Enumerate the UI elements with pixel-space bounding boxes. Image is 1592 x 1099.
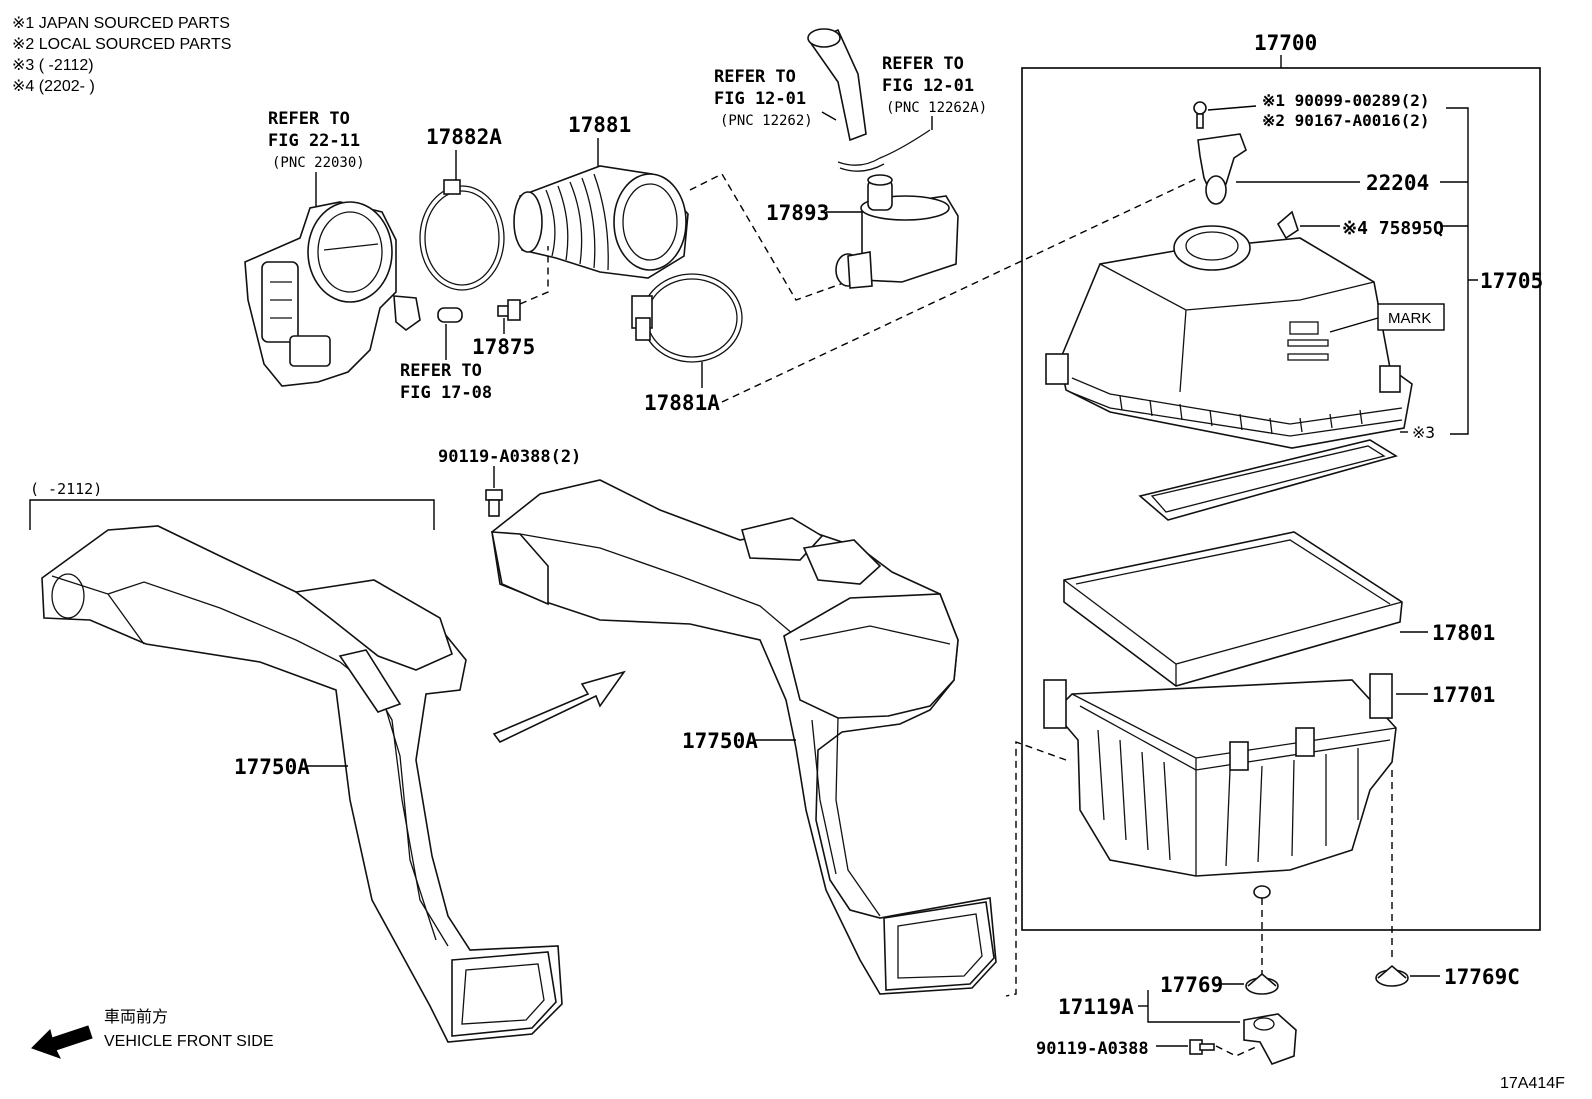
ref-fig12a-line1: REFER TO [714,67,796,87]
label-17750A-right: 17750A [682,729,758,753]
dash-17881A-to-box [721,177,1199,403]
label-75895Q: ※4 75895Q [1342,218,1444,239]
air-duct-left-17750A-part [41,525,563,1043]
label-17801: 17801 [1432,621,1495,645]
label-17750A-left: 17750A [234,755,310,779]
hose-fig12-part [807,28,933,172]
clamp-17882A-part: 17882A [419,125,505,291]
label-17881: 17881 [568,113,631,137]
label-17875: 17875 [472,335,535,359]
bolt-90099-part [1193,101,1257,129]
front-arrow-icon [31,1025,93,1059]
label-17893: 17893 [766,201,829,225]
ref-fig12b-line2: FIG 12-01 [882,76,974,96]
dash-hose-to-resonator [689,173,853,301]
ref-fig12b-line1: REFER TO [882,54,964,74]
grommet-17769C-part [1375,964,1440,987]
filter-element-17801-part [1063,531,1428,687]
ref-fig22-line3: (PNC 22030) [272,155,365,171]
intake-hose-17881-part: 17881 [513,113,689,279]
front-label-en: VEHICLE FRONT SIDE [104,1033,274,1050]
clamp-17881A-part: 17881A [631,273,743,415]
ref-fig12a-block: REFER TO FIG 12-01 (PNC 12262) [714,67,813,129]
notes-block: ※1 JAPAN SOURCED PARTS ※2 LOCAL SOURCED … [12,15,231,95]
label-17882A: 17882A [426,125,502,149]
grommet-17769-part [1218,972,1279,995]
label-range-2112: ( -2112) [30,480,102,498]
mark-callout: MARK [1329,303,1445,333]
label-17705: 17705 [1480,269,1543,293]
dash-duct-to-case [1005,741,1067,997]
lower-case-17701-part [1043,673,1428,899]
label-17119A: 17119A [1058,995,1134,1019]
ref-fig17-line1: REFER TO [400,361,482,381]
ref-fig17-block: REFER TO FIG 17-08 [400,324,492,403]
throttle-body-part [244,201,421,387]
label-note3: ※3 [1412,423,1435,442]
label-90119-2: 90119-A0388(2) [438,447,581,467]
label-17881A: 17881A [644,391,720,415]
label-17769: 17769 [1160,973,1223,997]
ref-fig12a-line2: FIG 12-01 [714,89,806,109]
mark-text: MARK [1388,310,1431,327]
bolt-90119-part [1156,1039,1259,1057]
bracket-17705 [1440,107,1478,435]
label-22204: 22204 [1366,171,1429,195]
figure-id: 17A414F [1500,1075,1565,1092]
label-90099: ※1 90099-00289(2) [1262,91,1430,110]
ref-fig17-line2: FIG 17-08 [400,383,492,403]
upper-case-17705-part [1045,225,1413,449]
dash-17875-to-hose [519,246,549,305]
note-1: ※1 JAPAN SOURCED PARTS [12,15,230,32]
range-bracket: ( -2112) [29,480,435,530]
ref-fig22-line2: FIG 22-11 [268,131,360,151]
note-4: ※4 (2202- ) [12,78,95,95]
label-17769C: 17769C [1444,965,1520,989]
label-75895Q-part [1276,210,1340,240]
direction-arrow [492,670,626,744]
note-3: ※3 ( -2112) [12,57,94,74]
note-2: ※2 LOCAL SOURCED PARTS [12,36,231,53]
mark-box [1377,303,1445,331]
bolt-90119-2-part [485,466,503,517]
air-duct-right-17750A-part [491,479,997,995]
hose-fig17-part [437,307,463,323]
ref-fig12b-block: REFER TO FIG 12-01 (PNC 12262A) [882,54,987,116]
ref-fig12b-line3: (PNC 12262A) [886,100,987,116]
screw-17875-part: 17875 [472,299,535,359]
vehicle-front-indicator: 車両前方 VEHICLE FRONT SIDE [31,1008,274,1059]
gasket-part [1138,439,1398,521]
resonator-17893-part: 17893 [766,174,959,289]
label-90119: 90119-A0388 [1036,1039,1149,1059]
bracket-17119A-part [1138,990,1297,1065]
sensor-22204-part [1197,133,1360,205]
front-label-jp: 車両前方 [104,1008,168,1026]
ref-fig22-block: REFER TO FIG 22-11 (PNC 22030) [268,109,365,206]
ref-fig12a-line3: (PNC 12262) [720,113,813,129]
label-17701: 17701 [1432,683,1495,707]
ref-fig22-line1: REFER TO [268,109,350,129]
label-17700: 17700 [1254,31,1317,55]
label-90167: ※2 90167-A0016(2) [1262,111,1430,130]
